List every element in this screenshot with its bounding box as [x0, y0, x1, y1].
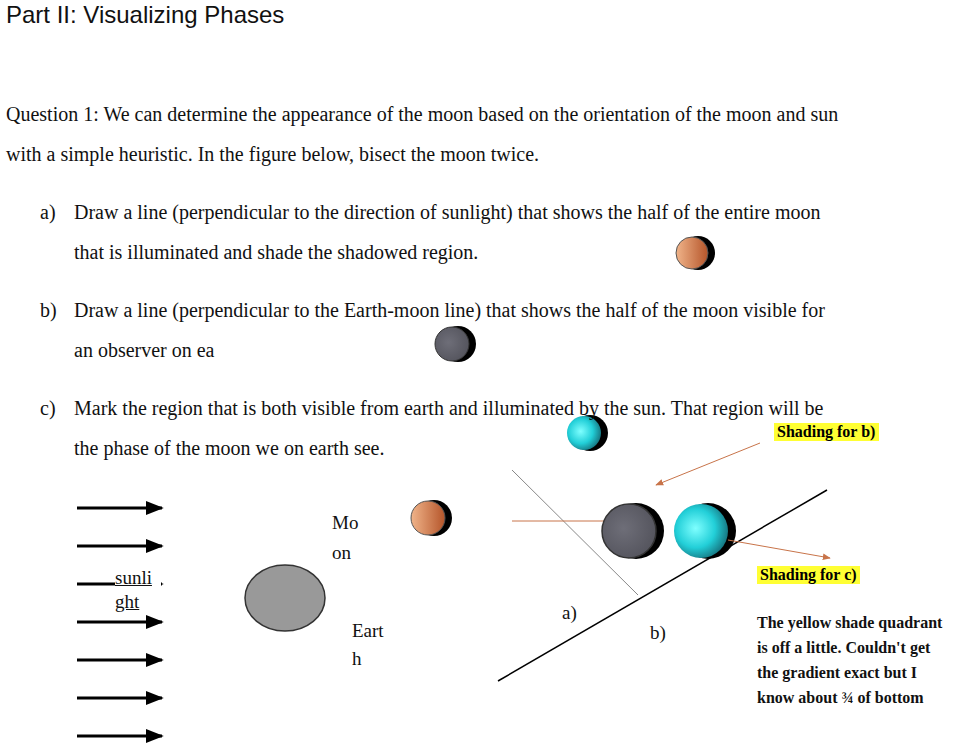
item-text: Draw a line (perpendicular to the Earth-… — [74, 290, 839, 370]
moon-label: Mo on — [332, 508, 362, 568]
leader-arrow-c — [728, 540, 830, 558]
moon-icon-a — [676, 236, 715, 270]
callout-text: Shading for b) — [777, 423, 876, 441]
item-letter: c) — [40, 388, 70, 428]
item-letter: a) — [40, 192, 70, 232]
line-label: b) — [650, 621, 680, 645]
sunlight-arrows — [77, 508, 162, 736]
sunlight-label: sunli ght — [115, 566, 161, 614]
moon-shading-c — [674, 503, 736, 559]
earth-label: Eart h — [352, 617, 396, 673]
highlight-callout: Shading for c) — [757, 566, 860, 584]
item-text: Mark the region that is both visible fro… — [74, 388, 839, 468]
item-letter: b) — [40, 290, 70, 330]
moon-icon-c — [567, 415, 608, 451]
earth-moon-line — [512, 521, 605, 522]
highlight-callout: Shading for b) — [774, 423, 879, 441]
moon-icon-b — [435, 326, 476, 362]
note-text: The yellow shade quadrant is off a littl… — [757, 610, 955, 710]
callout-text: Shading for c) — [760, 566, 857, 584]
item-text: Draw a line (perpendicular to the direct… — [74, 192, 839, 272]
leader-arrow-b — [656, 443, 760, 485]
earth-circle — [245, 565, 325, 631]
question-text: Question 1: We can determine the appeara… — [6, 94, 846, 174]
moon-diagram — [411, 500, 452, 536]
moon-shading-b — [602, 503, 664, 559]
line-label: a) — [562, 601, 592, 625]
page-title: Part II: Visualizing Phases — [6, 1, 284, 29]
